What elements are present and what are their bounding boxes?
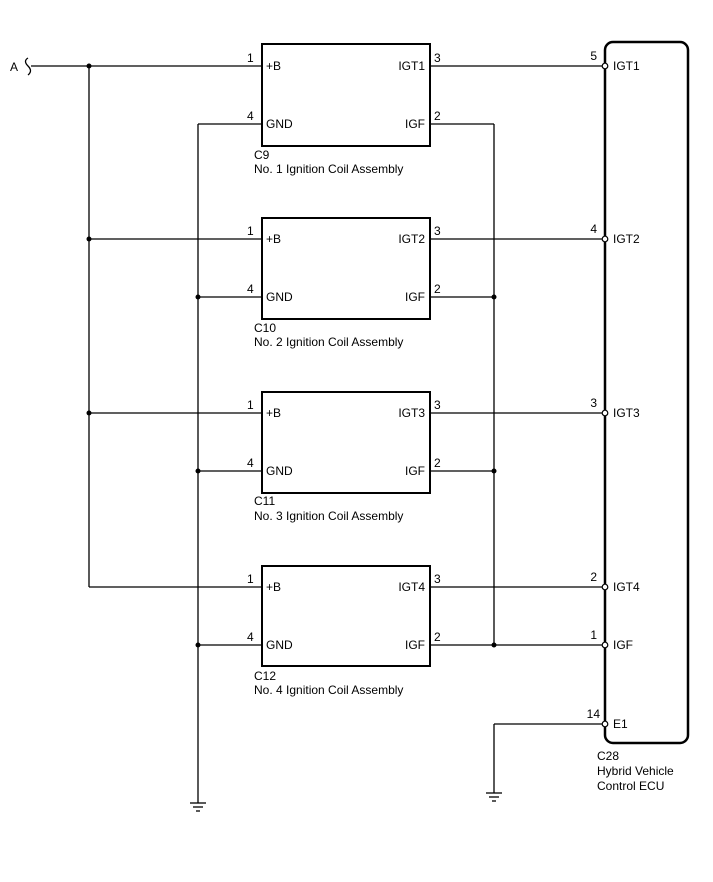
ecu-name-line2: Control ECU (597, 779, 664, 793)
ecu-terminal-name: E1 (613, 717, 628, 731)
junction-dot (491, 642, 497, 648)
coil-name: No. 1 Ignition Coil Assembly (254, 162, 403, 176)
ecu-pin: 4 (590, 222, 597, 236)
junction-dot (86, 236, 92, 242)
ecu-pin: 1 (590, 628, 597, 642)
ecu-terminal (601, 583, 609, 591)
signal-b: +B (266, 580, 281, 594)
junction-dot (86, 63, 92, 69)
junction-dot (195, 294, 201, 300)
ecu-terminal-name: IGT1 (613, 59, 640, 73)
pin-b: 1 (247, 572, 254, 586)
signal-igt: IGT1 (398, 59, 425, 73)
ecu-pin: 3 (590, 396, 597, 410)
ecu-pin: 5 (590, 49, 597, 63)
signal-b: +B (266, 406, 281, 420)
pin-b: 1 (247, 224, 254, 238)
ecu-name-line1: Hybrid Vehicle (597, 764, 674, 778)
coil-name: No. 2 Ignition Coil Assembly (254, 335, 403, 349)
pin-gnd: 4 (247, 282, 254, 296)
pin-b: 1 (247, 51, 254, 65)
input-label-a: A (10, 60, 18, 74)
signal-igt: IGT3 (398, 406, 425, 420)
ecu-terminal-name: IGF (613, 638, 633, 652)
ecu-block: 5 IGT1 4 IGT2 3 IGT3 2 IGT4 1 IGF 14 E1 … (587, 40, 690, 793)
junction-dot (491, 468, 497, 474)
signal-igt: IGT4 (398, 580, 425, 594)
ecu-terminal (601, 235, 609, 243)
pin-igt: 3 (434, 224, 441, 238)
ecu-terminal-name: IGT3 (613, 406, 640, 420)
junction-dot (491, 294, 497, 300)
coil-code: C10 (254, 321, 276, 335)
junction-dot (195, 642, 201, 648)
ecu-box (603, 40, 690, 745)
ecu-terminal (601, 409, 609, 417)
ecu-terminal-name: IGT2 (613, 232, 640, 246)
coil-code: C11 (254, 494, 275, 508)
ecu-terminal-name: IGT4 (613, 580, 640, 594)
signal-gnd: GND (266, 464, 293, 478)
pin-igf: 2 (434, 282, 441, 296)
pin-b: 1 (247, 398, 254, 412)
coil-name: No. 4 Ignition Coil Assembly (254, 683, 403, 697)
ecu-code: C28 (597, 749, 619, 763)
ecu-terminal (601, 720, 609, 728)
signal-igf: IGF (405, 464, 425, 478)
pin-igf: 2 (434, 109, 441, 123)
pin-gnd: 4 (247, 630, 254, 644)
pin-igt: 3 (434, 51, 441, 65)
signal-gnd: GND (266, 117, 293, 131)
ecu-pin: 14 (587, 707, 601, 721)
ignition-coil-2: 1 4 3 2 +B GND IGT2 IGF C10 No. 2 Igniti… (247, 217, 441, 349)
ignition-coil-4: 1 4 3 2 +B GND IGT4 IGF C12 No. 4 Igniti… (247, 565, 441, 697)
signal-igt: IGT2 (398, 232, 425, 246)
signal-igf: IGF (405, 117, 425, 131)
ignition-coil-3: 1 4 3 2 +B GND IGT3 IGF C11 No. 3 Igniti… (247, 391, 441, 523)
signal-b: +B (266, 232, 281, 246)
signal-b: +B (266, 59, 281, 73)
coil-box (261, 43, 431, 147)
pin-igf: 2 (434, 630, 441, 644)
pin-gnd: 4 (247, 456, 254, 470)
ecu-terminal (601, 62, 609, 70)
junction-dot (195, 468, 201, 474)
ignition-coil-1: 1 4 3 2 +B GND IGT1 IGF C9 No. 1 Ignitio… (247, 43, 441, 176)
signal-gnd: GND (266, 638, 293, 652)
coil-code: C12 (254, 669, 276, 683)
coil-name: No. 3 Ignition Coil Assembly (254, 509, 403, 523)
pin-gnd: 4 (247, 109, 254, 123)
coil-code: C9 (254, 148, 270, 162)
pin-igf: 2 (434, 456, 441, 470)
ground-symbol-icon (486, 792, 502, 802)
ecu-terminal (601, 641, 609, 649)
coil-box (261, 391, 431, 494)
signal-igf: IGF (405, 290, 425, 304)
ecu-pin: 2 (590, 570, 597, 584)
pin-igt: 3 (434, 398, 441, 412)
coil-box (261, 217, 431, 320)
pin-igt: 3 (434, 572, 441, 586)
ground-symbol-icon (190, 802, 206, 812)
connector-break-icon (24, 57, 32, 76)
junction-dot (86, 410, 92, 416)
signal-igf: IGF (405, 638, 425, 652)
coil-box (261, 565, 431, 667)
signal-gnd: GND (266, 290, 293, 304)
